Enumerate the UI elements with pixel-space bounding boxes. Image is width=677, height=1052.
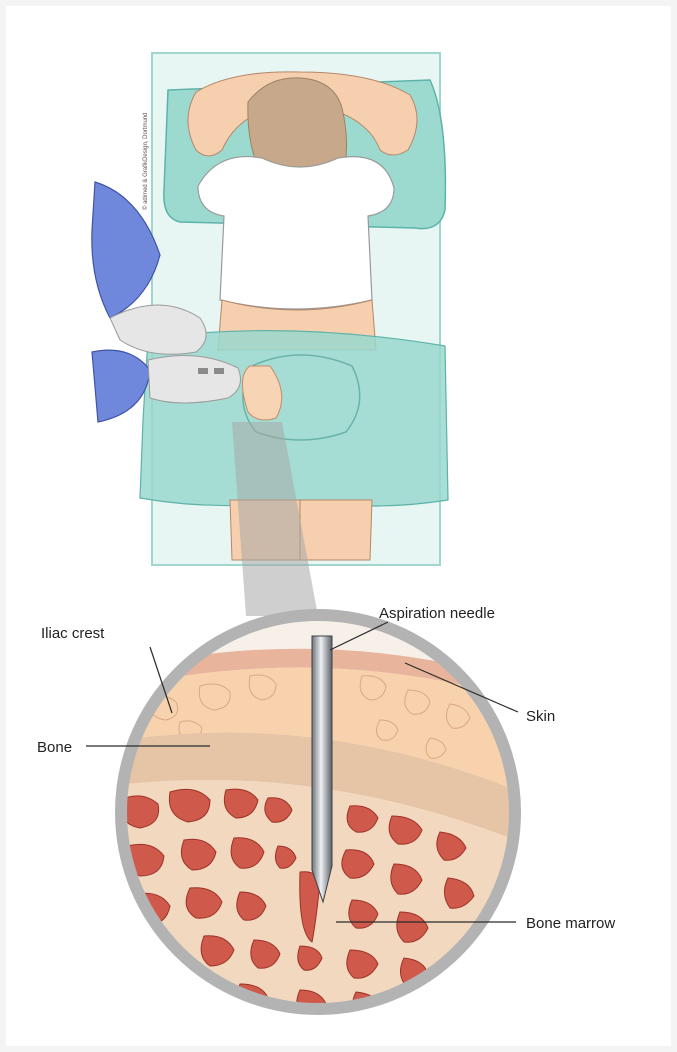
lower-sleeve	[92, 350, 150, 422]
needle-hub	[198, 368, 208, 374]
upper-sleeve	[92, 182, 160, 318]
label-iliac-crest: Iliac crest	[41, 625, 105, 642]
shirt	[198, 157, 394, 309]
aspiration-needle	[312, 636, 332, 902]
label-bone-marrow: Bone marrow	[526, 915, 615, 932]
image-credit: © adimed & GrafikDesign, Dortmund	[142, 113, 149, 210]
needle-hub-2	[214, 368, 224, 374]
lower-glove	[148, 356, 240, 404]
right-leg	[300, 500, 372, 560]
label-aspiration-needle: Aspiration needle	[379, 605, 495, 622]
label-bone: Bone	[37, 739, 72, 756]
label-skin: Skin	[526, 708, 555, 725]
